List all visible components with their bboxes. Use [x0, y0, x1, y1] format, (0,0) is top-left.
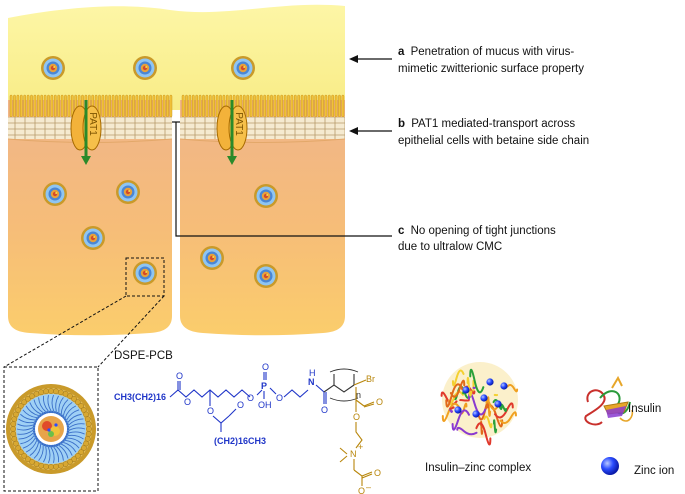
label-c: c No opening of tight junctions: [398, 225, 556, 237]
label-a: a Penetration of mucus with virus-: [398, 46, 574, 58]
svg-text:N: N: [308, 377, 315, 387]
dspe-pcb-structure: CH3(CH2)16 O O O O (CH2)16CH3 O P O OH O…: [114, 362, 383, 494]
legend-complex-label: Insulin–zinc complex: [425, 462, 531, 474]
microvilli-right: [181, 94, 345, 118]
epithelial-cell-right: [180, 100, 345, 336]
svg-text:O: O: [276, 393, 283, 403]
pat1-label-right: PAT1: [233, 112, 244, 136]
svg-text:O: O: [374, 468, 381, 478]
svg-text:O: O: [262, 362, 269, 372]
insulin-monomer: [584, 375, 634, 426]
zoom-selection-box: [125, 257, 165, 297]
nanoparticle: [41, 56, 65, 80]
nanoparticle: [200, 246, 224, 270]
svg-text:O: O: [376, 397, 383, 407]
label-b: b PAT1 mediated-transport across: [398, 118, 575, 130]
svg-text:OH: OH: [258, 400, 272, 410]
pointer-c: [175, 122, 392, 237]
chem-tail-1: CH3(CH2)16: [114, 392, 166, 402]
svg-text:+: +: [358, 442, 363, 452]
pat1-transporter-left: PAT1: [70, 100, 102, 165]
mucus-layer: [8, 4, 345, 111]
svg-text:O: O: [176, 371, 183, 381]
nanoparticle: [43, 182, 67, 206]
nanoparticle: [133, 56, 157, 80]
nanoparticle: [133, 261, 157, 285]
nanoparticle: [254, 184, 278, 208]
svg-text:O: O: [207, 406, 214, 416]
nanoparticle: [231, 56, 255, 80]
chem-phosphorus: P: [261, 381, 267, 391]
chem-repeat-n: n: [356, 390, 361, 400]
svg-text:H: H: [309, 368, 316, 378]
legend-insulin-label: Insulin: [628, 403, 661, 415]
chem-tail-2: (CH2)16CH3: [214, 436, 266, 446]
zinc-ion-icon: [601, 457, 619, 475]
chem-title: DSPE-PCB: [114, 350, 173, 362]
chem-amine: N: [350, 449, 357, 459]
svg-text:O: O: [358, 486, 365, 494]
insulin-zinc-complex: [440, 362, 519, 446]
svg-text:O: O: [237, 400, 244, 410]
svg-text:O: O: [353, 412, 360, 422]
epithelial-cell-left: [8, 100, 172, 336]
tight-junction-band-right: [180, 117, 345, 139]
nanoparticle: [81, 226, 105, 250]
micelle-zoom: [6, 384, 96, 474]
chem-bromide: Br: [366, 374, 375, 384]
label-b-line2: epithelial cells with betaine side chain: [398, 135, 589, 147]
pat1-transporter-right: PAT1: [216, 100, 248, 165]
label-a-line2: mimetic zwitterionic surface property: [398, 63, 584, 75]
svg-text:O: O: [321, 405, 328, 415]
svg-text:O: O: [184, 397, 191, 407]
label-c-line2: due to ultralow CMC: [398, 241, 502, 253]
legend-zinc-label: Zinc ion: [634, 465, 674, 477]
pat1-label-left: PAT1: [87, 112, 98, 136]
svg-text:O: O: [247, 393, 254, 403]
nanoparticle: [116, 180, 140, 204]
svg-text:–: –: [366, 482, 371, 492]
nanoparticle: [254, 264, 278, 288]
